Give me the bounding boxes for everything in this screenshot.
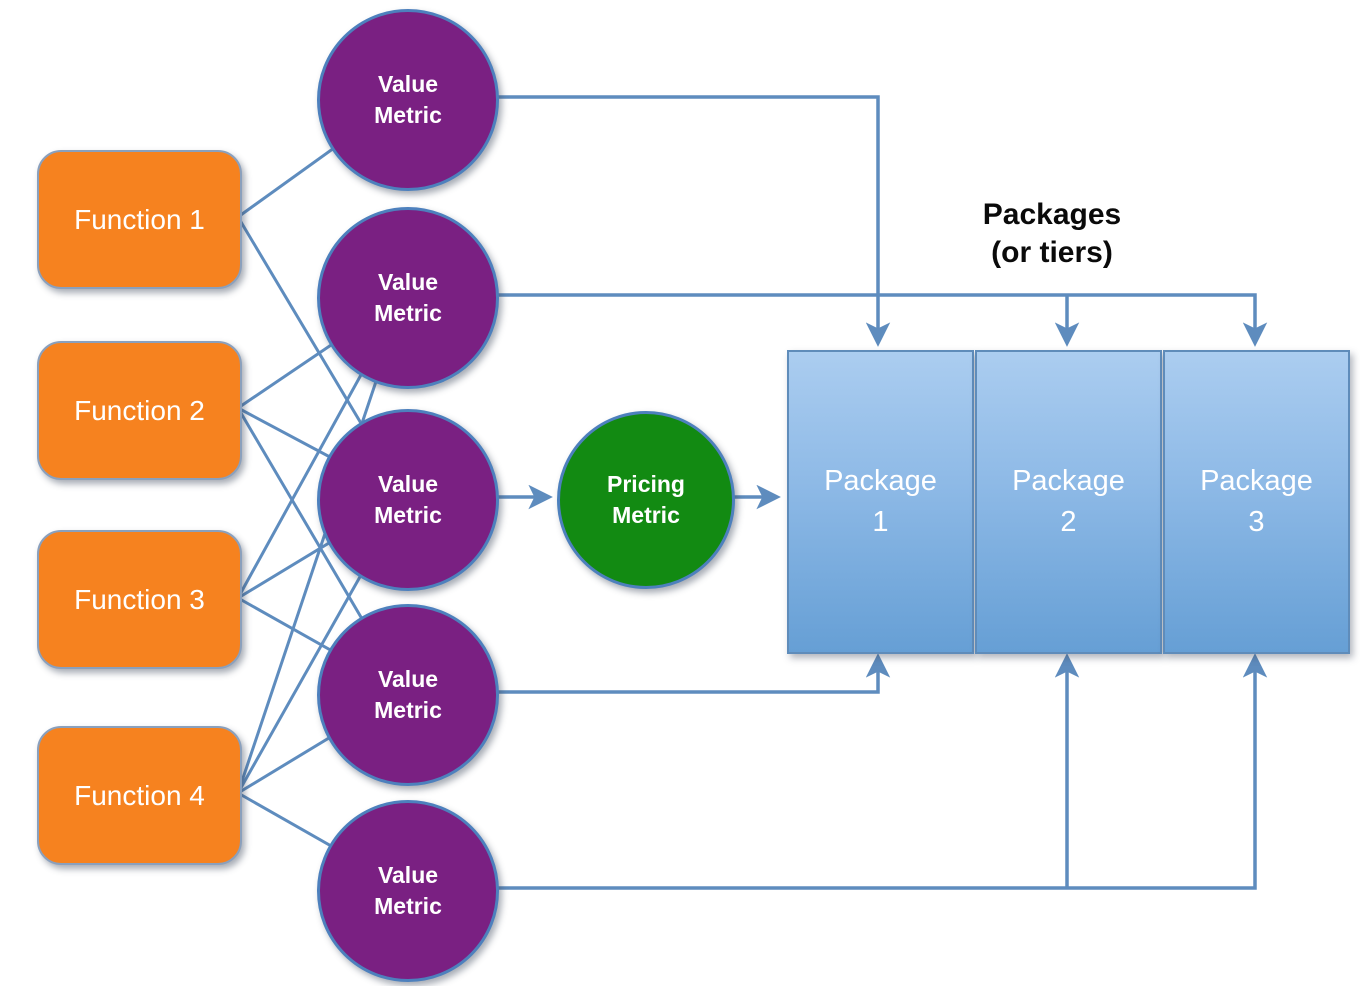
package-3-label: Package 3 bbox=[1200, 465, 1313, 538]
value-metric-2-label: Value Metric bbox=[374, 268, 442, 326]
package-3-box: Package 3 bbox=[1163, 350, 1350, 654]
arrow-vm5-package3-bottom bbox=[405, 653, 1268, 890]
pricing-metric-circle: Pricing Metric bbox=[557, 411, 735, 589]
value-metric-3-circle: Value Metric bbox=[317, 409, 499, 591]
value-metric-2-circle: Value Metric bbox=[317, 207, 499, 389]
package-2-label: Package 2 bbox=[1012, 465, 1125, 538]
function-4-label: Function 4 bbox=[74, 779, 205, 811]
value-metric-1-label: Value Metric bbox=[374, 70, 442, 128]
value-metric-4-label: Value Metric bbox=[374, 665, 442, 723]
value-metric-3-label: Value Metric bbox=[374, 470, 442, 528]
pricing-metric-label: Pricing Metric bbox=[607, 470, 685, 528]
value-metric-5-label: Value Metric bbox=[374, 861, 442, 919]
packages-heading-line2: (or tiers) bbox=[991, 235, 1113, 269]
function-1-box: Function 1 bbox=[37, 150, 242, 289]
package-2-box: Package 2 bbox=[975, 350, 1162, 654]
packages-heading: Packages (or tiers) bbox=[920, 196, 1184, 271]
package-1-label: Package 1 bbox=[824, 465, 937, 538]
function-3-label: Function 3 bbox=[74, 583, 205, 615]
function-3-box: Function 3 bbox=[37, 530, 242, 669]
arrow-vm4-package1-bottom bbox=[405, 653, 891, 694]
value-metric-1-circle: Value Metric bbox=[317, 9, 499, 191]
function-2-box: Function 2 bbox=[37, 341, 242, 480]
arrow-vm1-package1-top bbox=[405, 95, 891, 347]
value-metric-5-circle: Value Metric bbox=[317, 800, 499, 982]
arrow-vm2-package3-top bbox=[405, 293, 1268, 347]
function-2-label: Function 2 bbox=[74, 394, 205, 426]
package-1-box: Package 1 bbox=[787, 350, 974, 654]
value-metric-4-circle: Value Metric bbox=[317, 604, 499, 786]
packages-heading-line1: Packages bbox=[982, 198, 1122, 231]
function-4-box: Function 4 bbox=[37, 726, 242, 865]
function-1-label: Function 1 bbox=[74, 203, 205, 235]
